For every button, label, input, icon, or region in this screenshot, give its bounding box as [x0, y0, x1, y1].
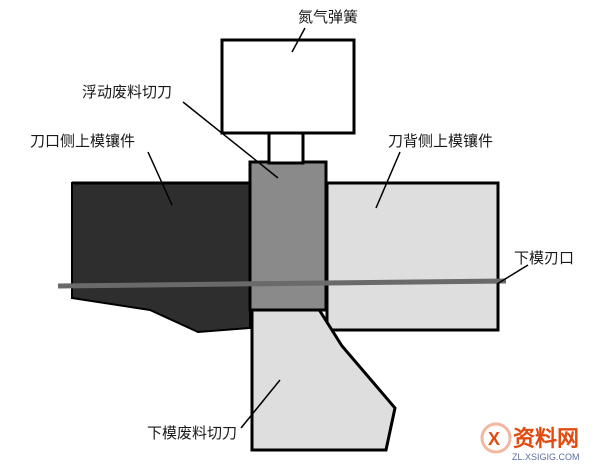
leader-floating-cutter: [182, 101, 279, 179]
edge-side-upper-insert-shape: [71, 182, 251, 334]
leader-back-side-insert: [375, 151, 401, 209]
brand-logo: X 资料网 ZL.XSIGIG.COM: [480, 422, 580, 462]
label-floating-scrap-cutter: 浮动废料切刀: [82, 83, 172, 101]
brand-x-mark: X: [488, 429, 500, 449]
label-nitrogen-spring: 氮气弹簧: [298, 8, 358, 26]
floating-scrap-cutter-shape: [248, 160, 328, 312]
nitrogen-spring-shape: [220, 38, 356, 135]
label-edge-side-upper-insert: 刀口侧上模镶件: [30, 132, 135, 150]
label-lower-scrap-cutter: 下模废料切刀: [147, 424, 237, 442]
lower-die-edge-line: [57, 278, 507, 289]
brand-name: 资料网: [513, 426, 579, 451]
back-side-upper-insert-shape: [325, 181, 500, 332]
leader-nitrogen-spring: [291, 27, 306, 53]
label-back-side-upper-insert: 刀背侧上模镶件: [388, 132, 493, 150]
brand-url: ZL.XSIGIG.COM: [512, 452, 580, 462]
leader-lower-die-edge: [496, 264, 529, 285]
brand-logo-icon: [480, 422, 512, 454]
spring-rod-shape: [267, 130, 305, 165]
label-lower-die-edge: 下模刃口: [514, 249, 574, 267]
leader-edge-side-insert: [147, 151, 173, 206]
leader-lower-scrap-cutter: [240, 379, 281, 429]
